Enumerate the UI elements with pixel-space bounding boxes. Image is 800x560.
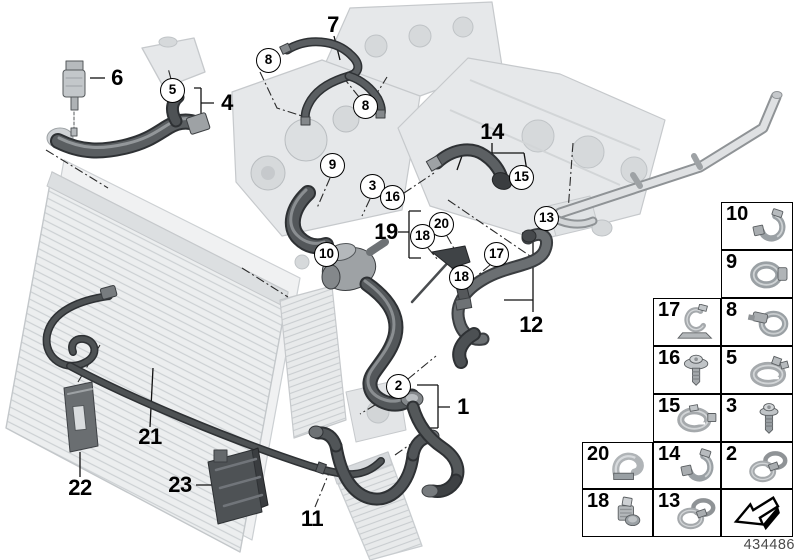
diagram-number: 434486 [743,537,795,553]
legend-number: 13 [658,490,681,512]
legend-number: 18 [587,490,610,512]
legend-cell-8[interactable]: 8 [721,298,793,346]
legend-number: 10 [726,203,749,225]
callout-circle-17[interactable]: 17 [484,242,509,267]
spring-clamp-tab-icon [675,400,719,436]
callout-circle-13[interactable]: 13 [534,206,559,231]
bracket-23 [207,447,269,525]
leader-lines [79,35,534,486]
callout-23[interactable]: 23 [168,472,192,497]
legend-number: 5 [726,347,738,369]
callout-circle-5[interactable]: 5 [160,78,185,103]
callout-7[interactable]: 7 [327,12,339,37]
callout-circle-9[interactable]: 9 [320,153,345,178]
legend-number: 17 [658,299,681,321]
direction-arrow-icon [727,492,787,534]
snap-clip-icon [607,495,651,531]
double-clamp-icon [747,448,791,484]
callout-circle-8[interactable]: 8 [256,48,281,73]
cylinder-head-right [397,57,666,241]
clip-open-icon [747,208,791,244]
legend-number: 15 [658,395,681,417]
legend-cell-17[interactable]: 17 [653,298,721,346]
callout-11[interactable]: 11 [300,506,324,531]
legend-cell-16[interactable]: 16 [653,346,721,394]
callout-circle-18[interactable]: 18 [410,224,435,249]
legend-number: 14 [658,443,681,465]
bracket-22 [63,381,99,453]
legend-number: 8 [726,299,738,321]
legend-cell-13[interactable]: 13 [653,489,721,537]
legend-cell-arrow [721,489,793,537]
callout-6[interactable]: 6 [111,65,123,90]
callout-19[interactable]: 19 [374,219,398,244]
callout-circle-18[interactable]: 18 [449,265,474,290]
callout-22[interactable]: 22 [68,475,92,500]
legend-cell-20[interactable]: 20 [582,442,653,489]
callout-14[interactable]: 14 [480,119,504,144]
legend-number: 2 [726,443,738,465]
callout-4[interactable]: 4 [221,90,233,115]
legend-cell-15[interactable]: 15 [653,394,721,442]
ring-clamp-icon [747,256,791,292]
legend-cell-14[interactable]: 14 [653,442,721,489]
legend-cell-18[interactable]: 18 [582,489,653,537]
spring-clamp-icon [747,352,791,388]
clip-open-icon [675,448,719,484]
callout-1[interactable]: 1 [457,394,469,419]
legend-number: 20 [587,443,610,465]
worm-clamp-icon [747,304,791,340]
callout-circle-15[interactable]: 15 [509,165,534,190]
legend-number: 16 [658,347,681,369]
vent-valve [62,60,86,137]
legend-cell-5[interactable]: 5 [721,346,793,394]
legend-cell-10[interactable]: 10 [721,202,793,250]
callout-circle-8[interactable]: 8 [353,94,378,119]
legend-number: 9 [726,251,738,273]
oil-cooler [279,244,347,439]
expansion-tank [141,36,206,99]
callout-circle-2[interactable]: 2 [386,374,411,399]
callout-circle-16[interactable]: 16 [380,185,405,210]
double-clamp-icon [675,495,719,531]
holder-clip-icon [675,304,719,340]
legend-cell-2[interactable]: 2 [721,442,793,489]
callout-12[interactable]: 12 [519,312,543,337]
legend-cell-3[interactable]: 3 [721,394,793,442]
bolt-icon [747,400,791,436]
legend-number: 3 [726,395,738,417]
legend-cell-9[interactable]: 9 [721,250,793,298]
screw-washer-icon [675,352,719,388]
spring-clip-icon [607,448,651,484]
callout-21[interactable]: 21 [138,424,162,449]
callout-circle-10[interactable]: 10 [314,242,339,267]
